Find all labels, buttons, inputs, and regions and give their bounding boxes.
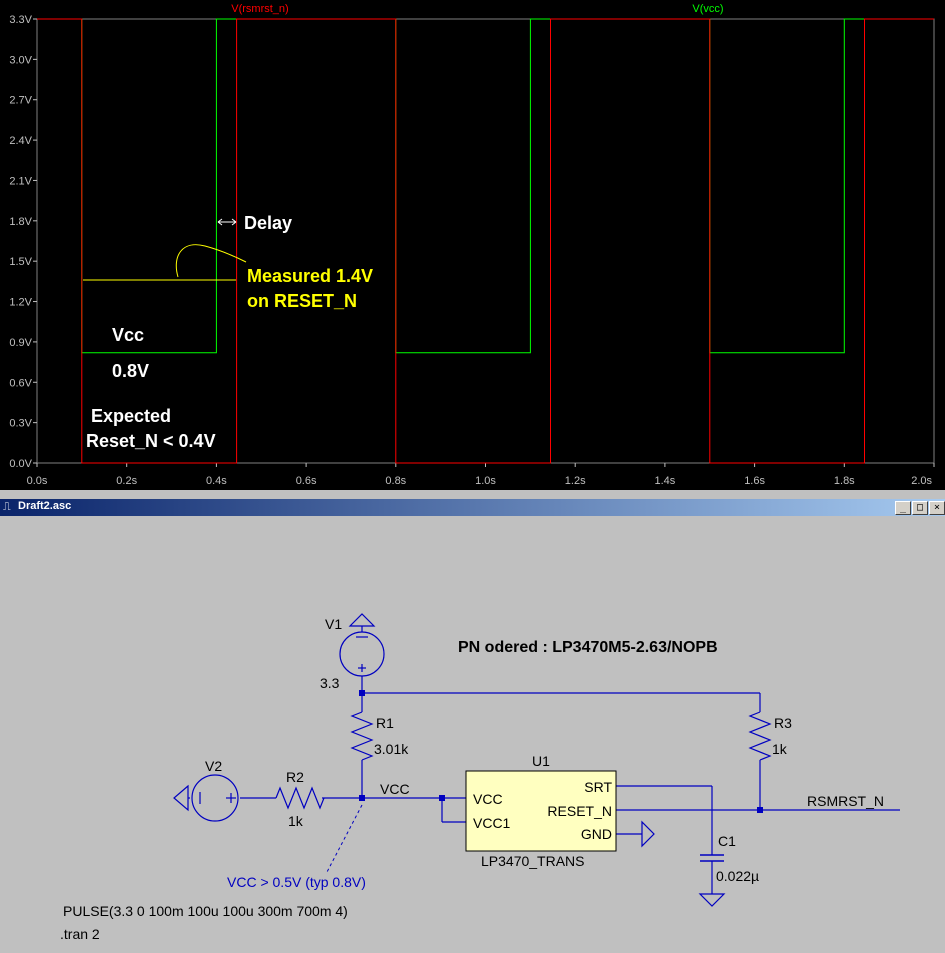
y-tick-label: 0.6V [9,377,32,389]
vcc-note-pointer [326,804,363,873]
c1-ground-icon [698,893,726,907]
v2-name: V2 [205,758,222,774]
net-label-rsmrst: RSMRST_N [807,793,884,809]
r2-name: R2 [286,769,304,785]
v1-value: 3.3 [320,675,340,691]
r1-value: 3.01k [374,741,409,757]
schematic-drawing: V1 3.3 R1 3.01k R3 1k R2 1k V2 VCC RSMRS… [60,613,900,942]
junction-dots [359,690,763,813]
x-tick-label: 0.8s [385,475,406,487]
r3-resistor[interactable] [748,711,772,761]
c1-name: C1 [718,833,736,849]
vcc-value-annotation: 0.8V [112,361,149,381]
y-tick-label: 0.3V [9,418,32,430]
trace-v-vcc[interactable] [37,18,934,354]
plot-grid [36,18,935,464]
trace-label-vcc[interactable]: V(vcc) [692,3,723,15]
vcc-note[interactable]: VCC > 0.5V (typ 0.8V) [227,874,366,890]
u1-pin-reset: RESET_N [547,803,612,819]
y-tick-label: 3.0V [9,54,32,66]
y-tick-label: 2.1V [9,175,32,187]
restore-button[interactable]: □ [912,501,928,515]
y-tick-label: 2.7V [9,95,32,107]
r3-value: 1k [772,741,788,757]
delay-arrow [217,218,237,226]
traces [37,18,934,464]
expected-annotation-line2: Reset_N < 0.4V [86,431,216,451]
u1-component[interactable] [465,770,617,852]
schematic-window-titlebar[interactable]: ⎍ Draft2.asc [0,499,945,516]
u1-ground-icon [641,820,655,848]
x-tick-label: 2.0s [911,475,932,487]
plot-frame [36,18,935,464]
u1-part-name: LP3470_TRANS [481,853,585,869]
y-tick-label: 2.4V [9,135,32,147]
u1-pin-gnd: GND [581,826,612,842]
delay-annotation: Delay [244,213,292,233]
c1-value: 0.022µ [716,868,759,884]
vcc-annotation: Vcc [112,325,144,345]
y-tick-label: 3.3V [9,14,32,26]
x-tick-label: 0.0s [27,475,48,487]
trace-label-rsmrst[interactable]: V(rsmrst_n) [231,3,288,15]
y-tick-label: 0.9V [9,337,32,349]
expected-annotation-line1: Expected [91,406,171,426]
tran-directive[interactable]: .tran 2 [60,926,100,942]
r1-name: R1 [376,715,394,731]
schematic-canvas[interactable]: V1 3.3 R1 3.01k R3 1k R2 1k V2 VCC RSMRS… [0,516,945,953]
u1-pin-srt: SRT [584,779,612,795]
x-tick-label: 1.8s [834,475,855,487]
minimize-button[interactable]: _ [895,501,911,515]
v2-voltage-source[interactable] [173,774,239,822]
window-title: Draft2.asc [18,500,72,512]
waveform-plot[interactable]: 3.3V 3.0V 2.7V 2.4V 2.1V 1.8V 1.5V 1.2V 0.9V 0.6V… [0,0,945,490]
trace-v-rsmrst-n[interactable] [37,18,934,464]
ltspice-app-icon: ⎍ [3,501,11,513]
close-button[interactable]: × [929,501,945,515]
r2-resistor[interactable] [275,786,325,810]
r3-name: R3 [774,715,792,731]
r1-resistor[interactable] [350,711,374,761]
x-tick-label: 0.4s [206,475,227,487]
pulse-directive[interactable]: PULSE(3.3 0 100m 100u 100u 300m 700m 4) [63,903,348,919]
y-tick-label: 0.0V [9,458,32,470]
x-tick-label: 1.6s [744,475,765,487]
measured-pointer [175,244,247,278]
x-tick-label: 1.4s [655,475,676,487]
u1-name: U1 [532,753,550,769]
c1-capacitor[interactable] [700,854,724,862]
y-tick-label: 1.2V [9,297,32,309]
measured-annotation-line2: on RESET_N [247,291,357,311]
waveform-chart: 3.3V 3.0V 2.7V 2.4V 2.1V 1.8V 1.5V 1.2V 0.9V 0.6V… [9,3,935,487]
axis-ticks: 3.3V 3.0V 2.7V 2.4V 2.1V 1.8V 1.5V 1.2V 0.9V 0.6V… [9,14,935,487]
net-label-vcc: VCC [380,781,410,797]
x-tick-label: 1.0s [475,475,496,487]
x-tick-label: 1.2s [565,475,586,487]
u1-pin-vcc: VCC [473,791,503,807]
y-tick-label: 1.8V [9,216,32,228]
y-tick-label: 1.5V [9,256,32,268]
v1-voltage-source[interactable] [339,613,385,677]
v1-name: V1 [325,616,342,632]
r2-value: 1k [288,813,304,829]
pn-note[interactable]: PN odered : LP3470M5-2.63/NOPB [458,639,718,656]
u1-pin-vcc1: VCC1 [473,815,511,831]
x-tick-label: 0.2s [116,475,137,487]
x-tick-label: 0.6s [296,475,317,487]
measured-annotation-line1: Measured 1.4V [247,266,373,286]
